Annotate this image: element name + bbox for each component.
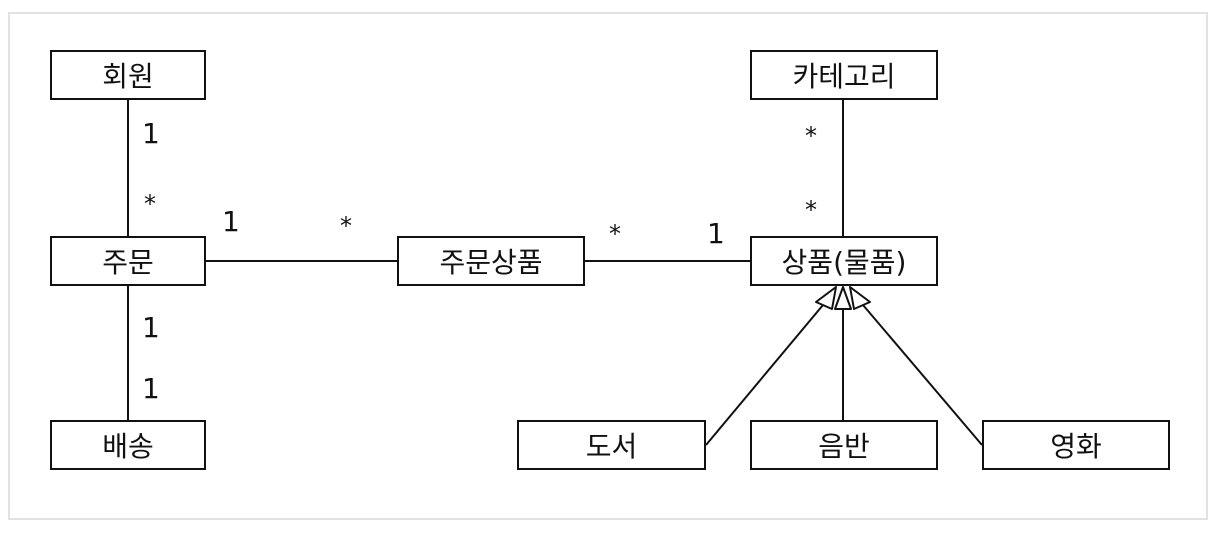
movie-inheritance-line — [862, 304, 983, 446]
entity-item: 상품(물품) — [750, 236, 938, 286]
multiplicity-order-end-delivery: 1 — [142, 311, 160, 344]
book-inheritance-line — [705, 304, 824, 446]
entity-album: 음반 — [750, 420, 938, 470]
entity-category: 카테고리 — [750, 50, 938, 100]
multiplicity-orderitem-end-order: * — [340, 212, 352, 240]
entity-book: 도서 — [517, 420, 706, 470]
entity-member: 회원 — [50, 50, 206, 100]
multiplicity-item-end-category: * — [805, 196, 817, 224]
entity-delivery: 배송 — [50, 420, 206, 470]
multiplicity-delivery-end: 1 — [142, 372, 160, 405]
entity-movie: 영화 — [982, 420, 1170, 470]
book-generalization-arrowhead — [815, 286, 837, 310]
multiplicity-member-end: 1 — [142, 117, 160, 150]
entity-order-item: 주문상품 — [397, 236, 585, 286]
diagram-frame — [8, 12, 1208, 520]
multiplicity-category-end: * — [805, 122, 817, 150]
multiplicity-item-end-orderitem: 1 — [707, 217, 725, 250]
entity-order: 주문 — [50, 236, 206, 286]
multiplicity-orderitem-end-item: * — [609, 220, 621, 248]
multiplicity-order-end-member: * — [144, 190, 156, 218]
multiplicity-order-end-orderitem: 1 — [222, 205, 240, 238]
movie-generalization-arrowhead — [849, 286, 871, 310]
album-generalization-arrowhead — [834, 286, 852, 310]
